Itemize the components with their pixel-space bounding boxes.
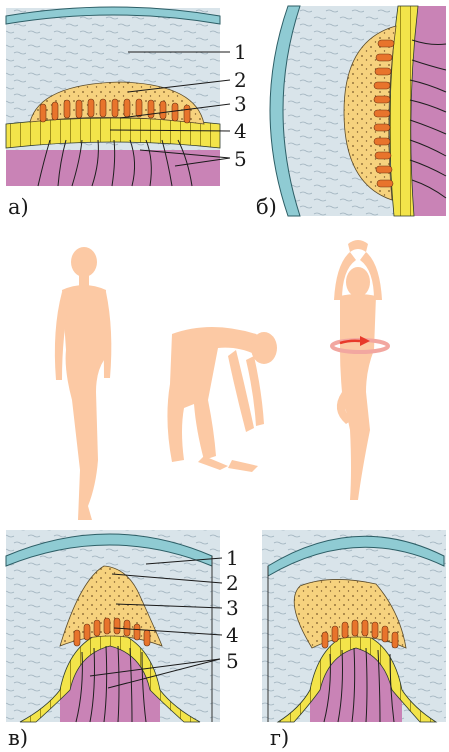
panel-v-number-labels: 1 2 3 4 5 [226,546,239,673]
panel-v-letter: в) [8,726,28,750]
label-top-4: 4 [234,119,247,143]
panel-a-number-labels: 1 2 3 4 5 [234,40,247,171]
label-top-2: 2 [234,68,247,92]
label-top-5: 5 [234,147,247,171]
panel-g [262,530,446,722]
panel-a-letter: а) [8,195,29,219]
label-bottom-4: 4 [226,623,239,647]
label-bottom-3: 3 [226,596,239,620]
panel-b [270,6,446,216]
panel-v [6,530,222,722]
panel-a [6,7,230,186]
label-bottom-1: 1 [226,546,239,570]
panel-g-letter: г) [270,726,289,750]
label-bottom-2: 2 [226,571,239,595]
label-bottom-5: 5 [226,649,239,673]
standing-figure [55,247,111,520]
bending-figure [167,327,277,472]
label-top-1: 1 [234,40,247,64]
panel-b-letter: б) [256,195,277,219]
label-top-3: 3 [234,92,247,116]
spinning-figure [334,240,382,500]
